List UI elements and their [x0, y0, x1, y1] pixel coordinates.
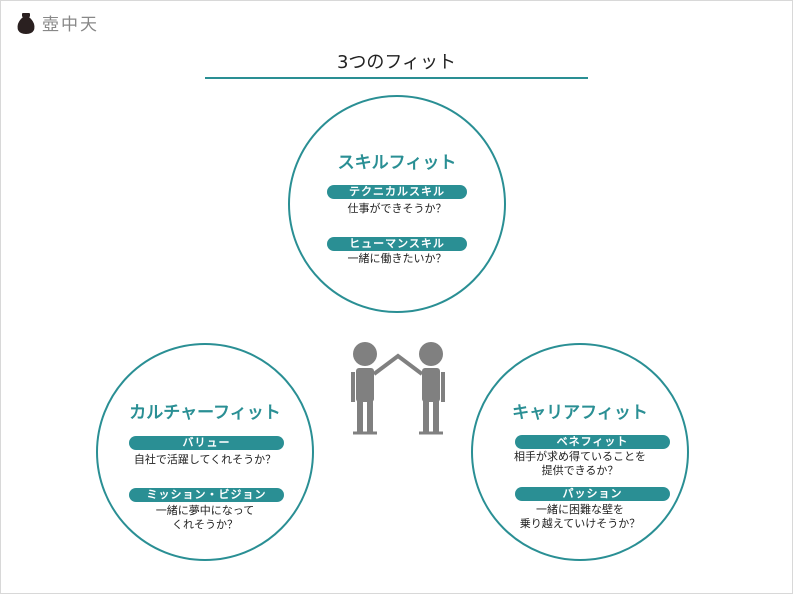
- pill-label: ヒューマンスキル: [327, 237, 467, 251]
- question-text: 提供できるか？: [541, 464, 619, 477]
- question-text: 仕事ができそうか？: [347, 202, 447, 215]
- question-text: 乗り越えていけそうか？: [519, 517, 641, 530]
- question-text: くれそうか？: [172, 518, 238, 531]
- circle-title: キャリアフィット: [512, 403, 648, 423]
- pill-label: ベネフィット: [515, 435, 670, 449]
- culture-fit-circle: カルチャーフィット バリュー 自社で活躍してくれそうか？ ミッション・ビジョン …: [96, 343, 314, 561]
- career-fit-circle: キャリアフィット ベネフィット 相手が求め得ていることを 提供できるか？ パッシ…: [471, 343, 689, 561]
- page-title: 3つのフィット: [336, 52, 457, 73]
- pill-label: ミッション・ビジョン: [129, 488, 284, 502]
- pill-label: テクニカルスキル: [327, 185, 467, 199]
- circle-title: カルチャーフィット: [129, 403, 281, 423]
- question-text: 一緒に困難な壁を: [536, 503, 624, 516]
- logo-text: 壺中天: [42, 15, 99, 35]
- pot-icon: [17, 12, 35, 34]
- question-text: 一緒に夢中になって: [155, 504, 255, 517]
- question-text: 一緒に働きたいか？: [347, 252, 447, 265]
- title-underline: [205, 77, 588, 79]
- logo: 壺中天: [16, 10, 99, 35]
- pill-label: バリュー: [129, 436, 284, 450]
- question-text: 自社で活躍してくれそうか？: [133, 453, 277, 466]
- circle-title: スキルフィット: [337, 153, 457, 173]
- question-text: 相手が求め得ていることを: [514, 450, 646, 463]
- two-people-high-five-icon: [351, 342, 445, 435]
- skill-fit-circle: スキルフィット テクニカルスキル 仕事ができそうか？ ヒューマンスキル 一緒に働…: [288, 95, 506, 313]
- pill-label: パッション: [515, 487, 670, 501]
